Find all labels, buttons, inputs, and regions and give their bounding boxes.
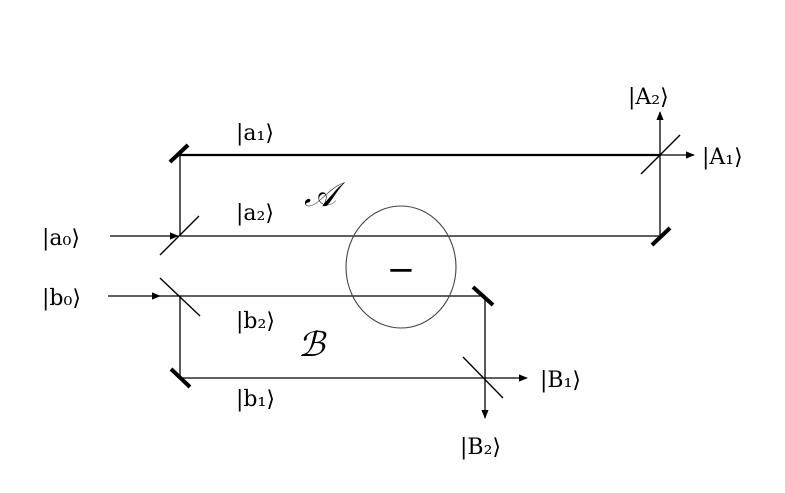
interferometer-b xyxy=(108,277,528,419)
overlap-minus-sign: − xyxy=(387,250,416,290)
mirror-b-top-right xyxy=(471,285,495,307)
beam-splitter-b-input xyxy=(159,277,201,317)
label-b1: |b₁⟩ xyxy=(236,387,275,412)
label-a2: |a₂⟩ xyxy=(236,201,274,226)
label-interferometer-a: 𝒜 xyxy=(304,175,346,215)
label-b0: |b₀⟩ xyxy=(42,286,81,311)
label-a0: |a₀⟩ xyxy=(42,226,80,251)
label-B2: |B₂⟩ xyxy=(460,435,501,460)
overlap-region-circle xyxy=(345,205,457,329)
label-A2: |A₂⟩ xyxy=(628,85,669,110)
mirror-a-bottom-right xyxy=(650,226,672,247)
label-B1: |B₁⟩ xyxy=(540,368,581,393)
label-interferometer-b: ℬ xyxy=(298,325,327,365)
mirror-b-bottom-left xyxy=(169,367,192,389)
beam-splitter-a-output xyxy=(640,134,681,175)
label-A1: |A₁⟩ xyxy=(702,145,743,170)
label-b2: |b₂⟩ xyxy=(236,309,275,334)
label-a1: |a₁⟩ xyxy=(236,121,274,146)
beam-splitter-b-output xyxy=(462,356,504,399)
interferometer-a xyxy=(110,111,695,256)
beam-splitter-a-input xyxy=(159,215,200,256)
mirror-a-top-left xyxy=(168,143,190,164)
